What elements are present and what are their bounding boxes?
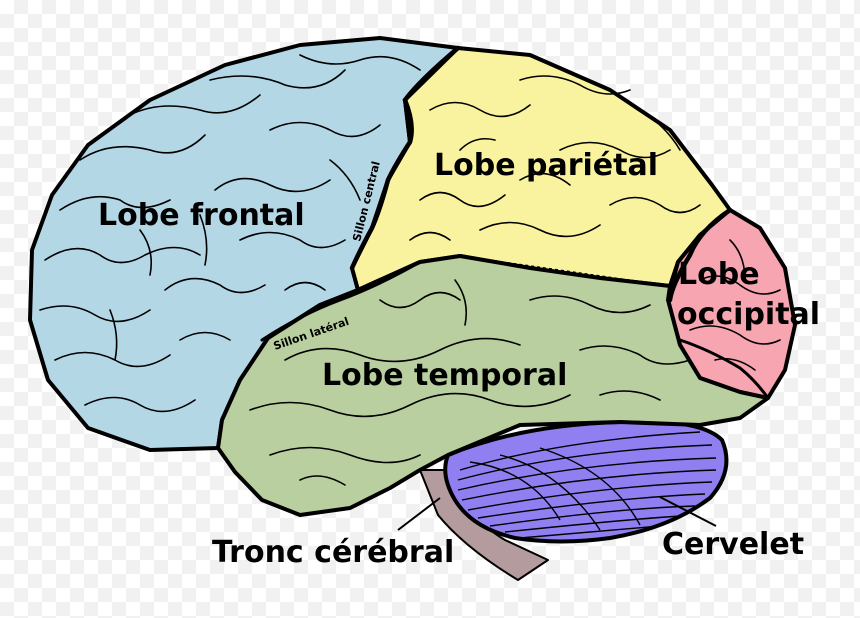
brainstem-pointer	[397, 497, 441, 531]
cerebellum-pointer	[659, 496, 717, 527]
parietal-lobe-label: Lobe pariétal	[434, 148, 658, 183]
occipital-lobe-label-line1: Lobe	[678, 257, 760, 292]
lateral-sulcus-line	[260, 260, 422, 342]
cerebellum-folia	[457, 431, 717, 539]
central-sulcus-line	[349, 45, 461, 271]
temporal-lobe-region	[216, 254, 770, 517]
parieto-occipital-line	[667, 207, 733, 303]
brain-gyri	[39, 54, 781, 486]
frontal-lobe-label: Lobe frontal	[98, 198, 305, 233]
cerebellum-label: Cervelet	[662, 527, 804, 562]
occipital-notch-line	[678, 338, 770, 400]
occipital-lobe-label-line2: occipital	[677, 297, 820, 332]
brainstem-label: Tronc cérébral	[212, 535, 454, 570]
temporal-lobe-label: Lobe temporal	[322, 358, 567, 393]
parieto-temporal-boundary	[459, 255, 671, 287]
